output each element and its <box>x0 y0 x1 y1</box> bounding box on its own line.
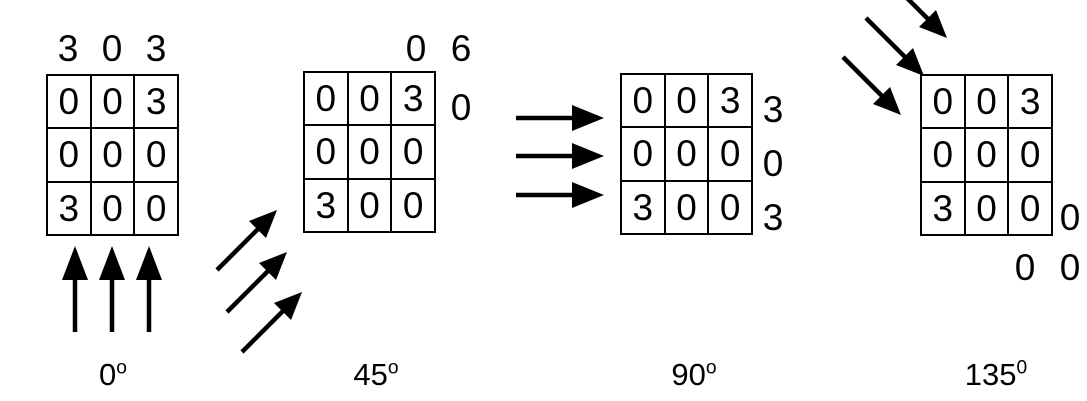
matrix-cell: 0 <box>709 181 753 235</box>
caption-45deg-degree: o <box>387 357 399 379</box>
matrix-cell: 0 <box>392 179 436 233</box>
matrix-cell: 0 <box>1009 129 1053 183</box>
matrix-cell: 3 <box>48 182 92 236</box>
caption-90deg-degree: o <box>705 357 717 379</box>
matrix-90deg: 0 0 3 0 0 0 3 0 0 <box>620 73 753 235</box>
caption-135deg-degree: 0 <box>1016 357 1028 379</box>
caption-90deg: 90o <box>671 359 716 390</box>
caption-0deg-value: 0 <box>99 357 117 392</box>
matrix-cell: 0 <box>665 181 710 235</box>
matrix-cell: 0 <box>665 75 710 129</box>
caption-135deg: 1350 <box>965 359 1027 390</box>
matrix-cell: 0 <box>1009 182 1053 236</box>
matrix-cell: 0 <box>48 76 92 130</box>
right-label-45deg-1: 0 <box>450 87 472 128</box>
matrix-cell: 0 <box>709 128 753 182</box>
caption-90deg-value: 90 <box>671 357 706 392</box>
matrix-45deg: 0 0 3 0 0 0 3 0 0 <box>303 71 436 233</box>
top-label-0deg-2: 0 <box>101 28 123 69</box>
arrows-0deg <box>62 246 162 332</box>
caption-45deg-value: 45 <box>353 357 388 392</box>
matrix-cell: 0 <box>622 128 666 182</box>
right-label-90deg-3: 3 <box>762 197 784 238</box>
matrix-0deg: 0 0 3 0 0 0 3 0 0 <box>46 74 179 236</box>
matrix-cell: 0 <box>622 75 666 129</box>
matrix-cell: 3 <box>305 179 349 233</box>
caption-45deg: 45o <box>353 359 398 390</box>
top-label-0deg-3: 3 <box>145 28 167 69</box>
matrix-cell: 3 <box>922 182 966 236</box>
matrix-cell: 0 <box>135 182 179 236</box>
matrix-cell: 0 <box>392 126 436 180</box>
below-label-135deg-1: 0 <box>1014 247 1036 288</box>
matrix-cell: 0 <box>965 129 1010 183</box>
right-label-135deg-1: 0 <box>1059 197 1081 238</box>
matrix-cell: 0 <box>348 126 393 180</box>
arrows-90deg <box>516 105 604 208</box>
matrix-cell: 0 <box>348 179 393 233</box>
matrix-cell: 0 <box>135 129 179 183</box>
matrix-cell: 3 <box>622 181 666 235</box>
matrix-cell: 0 <box>91 182 136 236</box>
matrix-cell: 0 <box>348 73 393 127</box>
arrows-45deg <box>215 210 302 354</box>
matrix-cell: 3 <box>135 76 179 130</box>
right-label-90deg-1: 3 <box>762 89 784 130</box>
matrix-cell: 3 <box>709 75 753 129</box>
above-right-label-45deg-1: 0 <box>405 28 427 69</box>
caption-0deg-degree: o <box>116 357 127 379</box>
caption-0deg: 0o <box>99 359 127 390</box>
matrix-cell: 0 <box>922 76 966 130</box>
matrix-cell: 3 <box>392 73 436 127</box>
above-right-label-45deg-2: 6 <box>450 28 472 69</box>
right-label-90deg-2: 0 <box>762 143 784 184</box>
below-label-135deg-2: 0 <box>1059 247 1081 288</box>
matrix-cell: 0 <box>91 129 136 183</box>
matrix-cell: 0 <box>922 129 966 183</box>
caption-135deg-value: 135 <box>964 357 1017 392</box>
top-label-0deg-1: 3 <box>57 28 79 69</box>
matrix-cell: 0 <box>965 182 1010 236</box>
matrix-cell: 0 <box>48 129 92 183</box>
matrix-cell: 0 <box>305 73 349 127</box>
matrix-135deg: 0 0 3 0 0 0 3 0 0 <box>920 74 1053 236</box>
matrix-cell: 3 <box>1009 76 1053 130</box>
matrix-cell: 0 <box>305 126 349 180</box>
matrix-cell: 0 <box>91 76 136 130</box>
matrix-cell: 0 <box>665 128 710 182</box>
matrix-cell: 0 <box>965 76 1010 130</box>
